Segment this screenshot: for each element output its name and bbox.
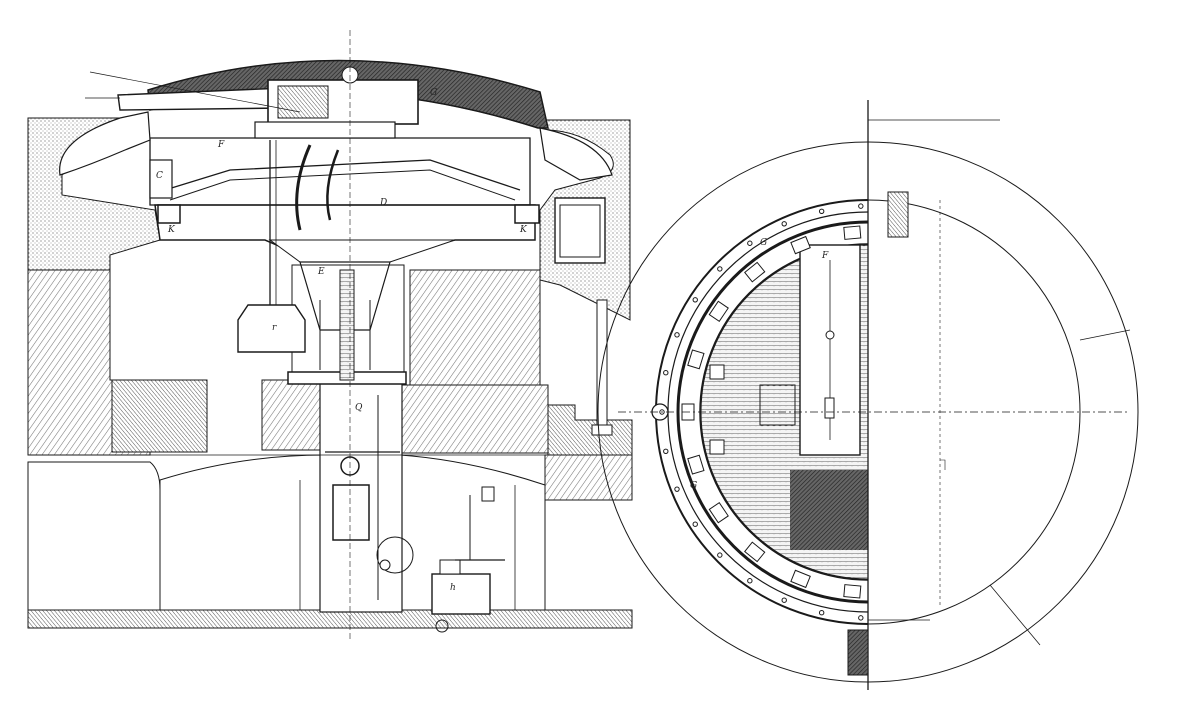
ring-bolt bbox=[717, 266, 723, 272]
plan-pipe bbox=[887, 191, 909, 238]
masonry-right-mid bbox=[409, 269, 541, 386]
lower-vault-right bbox=[399, 454, 546, 611]
ring-bolt bbox=[781, 221, 787, 227]
ring-bolt bbox=[818, 208, 825, 214]
gauge-box bbox=[481, 486, 495, 502]
ring-roller bbox=[744, 261, 766, 283]
ring-roller bbox=[687, 349, 705, 370]
funnel-d bbox=[268, 239, 456, 263]
base-slab bbox=[27, 609, 633, 629]
label-e: E bbox=[317, 267, 325, 277]
masonry-right-lower bbox=[544, 454, 633, 501]
winch-wheel bbox=[376, 536, 414, 574]
ring-bolt bbox=[663, 448, 669, 455]
ring-bolt bbox=[747, 578, 753, 584]
ring-roller bbox=[687, 454, 705, 475]
ring-roller bbox=[708, 501, 729, 524]
turret-frame bbox=[149, 137, 531, 206]
masonry-block-a bbox=[111, 379, 208, 453]
plan-foot-block bbox=[847, 629, 869, 676]
ring-roller bbox=[708, 300, 729, 323]
plan-label-f: F bbox=[821, 251, 829, 261]
box-c bbox=[149, 159, 173, 199]
counterweight-lower bbox=[332, 484, 370, 541]
ring-bolt bbox=[818, 610, 825, 616]
plan-view: G F G bbox=[597, 100, 1139, 690]
cupola-rim-left bbox=[59, 111, 151, 176]
ring-bolt bbox=[692, 521, 698, 527]
label-k1: K bbox=[167, 225, 176, 235]
ring-bolt bbox=[858, 615, 864, 621]
ring-bolt bbox=[663, 369, 669, 376]
ring-roller bbox=[790, 569, 811, 589]
ring-roller bbox=[790, 235, 811, 255]
side-box bbox=[554, 197, 606, 264]
ring-bolt bbox=[692, 297, 698, 303]
ring-bolt bbox=[717, 552, 723, 558]
cupola-rim-right bbox=[539, 127, 613, 181]
slope-right bbox=[547, 404, 633, 456]
ring-bolts bbox=[659, 203, 864, 621]
label-r: r bbox=[272, 323, 277, 333]
gun-barrel bbox=[117, 87, 286, 111]
label-f: F bbox=[217, 140, 225, 150]
plan-label-g2: G bbox=[690, 481, 697, 491]
ring-roller bbox=[744, 541, 766, 563]
ring-roller bbox=[843, 584, 862, 599]
label-c: C bbox=[156, 171, 163, 181]
ring-bolt bbox=[674, 486, 680, 492]
ring-bolt bbox=[674, 332, 680, 338]
masonry-block-c bbox=[399, 384, 549, 454]
ring-bolt bbox=[747, 240, 753, 246]
section-view: C F D G K K E r Q h bbox=[27, 30, 633, 640]
plan-label-g1: G bbox=[760, 238, 767, 248]
label-k2: K bbox=[519, 225, 528, 235]
roller-right bbox=[514, 204, 540, 224]
curved-guide bbox=[295, 144, 312, 231]
label-q: Q bbox=[355, 403, 363, 413]
spindle bbox=[339, 269, 355, 381]
ring-bolt bbox=[858, 203, 864, 209]
ring-roller bbox=[843, 225, 862, 240]
label-g: G bbox=[430, 88, 437, 98]
masonry-block-b bbox=[261, 379, 323, 451]
ring-rollers bbox=[681, 225, 862, 599]
winch-box-h bbox=[431, 573, 491, 615]
label-d: D bbox=[379, 198, 387, 208]
counterweight-r bbox=[237, 304, 306, 353]
plan-dark-block bbox=[790, 470, 868, 550]
label-h: h bbox=[450, 583, 456, 593]
ring-bolt bbox=[781, 597, 787, 603]
roller-left bbox=[157, 204, 181, 224]
loading-trough bbox=[164, 159, 521, 191]
gun-cradle bbox=[254, 121, 396, 139]
lower-vault-left bbox=[27, 461, 161, 611]
